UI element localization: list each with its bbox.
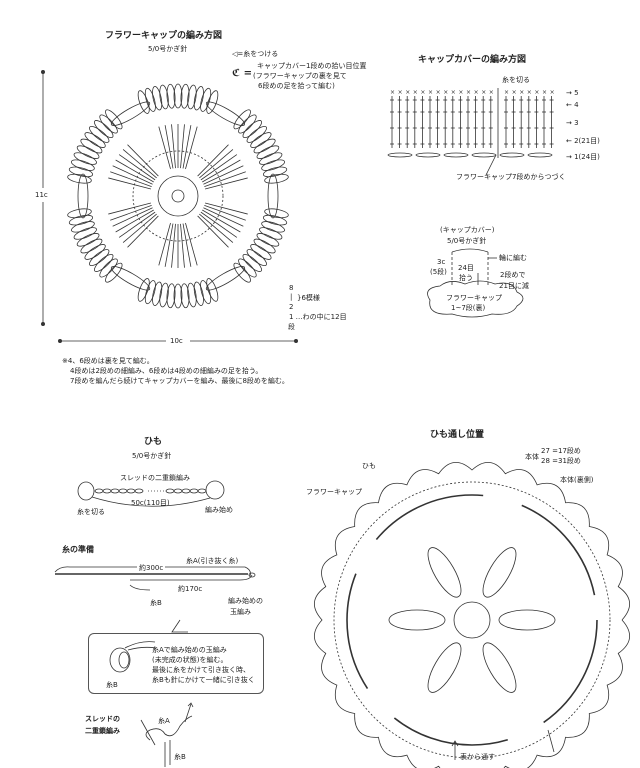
round-label: 輪に編む [499,254,527,262]
yarn-b-label: 糸B [150,599,162,607]
flower-cap-hook: 5/0号かぎ針 [148,45,188,53]
svg-text:×: × [405,89,410,96]
yarn-prep-title: 糸の準備 [62,545,94,554]
svg-text:×: × [489,89,494,96]
svg-text:×: × [443,89,448,96]
cord-stitch: スレッドの二重鎖編み [120,474,190,482]
legend-pickup-3: 6段めの足を拾って編む) [258,82,335,90]
base-label-2: 1~7段(裏) [451,304,486,312]
base-label: フラワーキャップ [446,294,502,302]
body-pointer: 本体 [525,453,539,461]
svg-text:×: × [390,89,395,96]
legend-pickup-1: キャップカバー1段めの拾い目位置 [257,62,367,70]
decrease-label: 2段めで [500,271,526,279]
cover-height: 3c [437,258,446,266]
dimension-lines [41,70,298,343]
cord-start: 編み始め [205,506,233,514]
flower-cap-pointer: フラワーキャップ [306,488,362,496]
cord-cut: 糸を切る [77,508,105,516]
yarn-a-length: 約300c [137,564,166,572]
svg-text:×: × [466,89,471,96]
svg-text:×: × [542,89,547,96]
start-bobble-label-2: 玉編み [230,608,251,616]
thread-chain-title-2: 二重鎖編み [85,727,120,735]
decrease-label-2: 21目に減 [499,282,529,290]
threading-title: ひも通し位置 [430,430,485,440]
svg-text:×: × [398,89,403,96]
thread-chain-yarn-a: 糸A [158,717,170,725]
row-label: ← 4 [566,101,579,109]
row-label: ← 2(21目) [566,137,600,145]
cap-cover-title: キャップカバーの編み方図 [418,55,527,65]
svg-text:×: × [550,89,555,96]
svg-text:×: × [534,89,539,96]
svg-text:×: × [458,89,463,96]
box-line: 糸Aで編み始めの玉編み [152,646,227,654]
svg-text:×: × [413,89,418,96]
row-label: → 1(24目) [566,153,600,161]
rows-2: 2 [289,303,294,311]
pick-label-2: 拾う [459,274,473,282]
cap-cover-chart: ××××××××××××××××××××× [387,88,555,176]
pickup-symbol-icon: ℭ = [232,68,253,79]
legend-pickup-2: (フラワーキャップの裏を見て [253,72,347,80]
legend-attach-yarn: ◁=糸をつける [232,50,279,58]
row-1: 1 …わの中に12目 [289,313,347,321]
flower-cap-title: フラワーキャップの編み方図 [105,31,223,41]
yarn-a-label: 糸A(引き抜く糸) [186,557,239,565]
row-label: → 5 [566,89,579,97]
cap-cover-subtitle: (キャップカバー) [440,226,495,234]
cord-pointer: ひも [362,462,376,470]
cord-drawing [77,480,225,507]
cord-length: 50c(110目) [131,499,170,507]
note-line: 4段めは2段めの細編み、6段めは4段めの細編みの足を拾う。 [70,367,263,375]
svg-text:×: × [451,89,456,96]
box-line: 最後に糸をかけて引き抜く時、 [152,666,250,674]
yarn-prep-drawing [54,566,256,767]
cap-cover-hook: 5/0号かぎ針 [447,237,487,245]
rows-pattern: }6模様 [297,294,320,302]
continue-note: フラワーキャップ7段めからつづく [456,173,566,181]
rows-8: 8 [289,284,294,292]
svg-text:×: × [512,89,517,96]
thread-chain-title: スレッドの [85,715,120,723]
svg-text:×: × [428,89,433,96]
note-line: 7段めを編んだら続けてキャップカバーを編み、最後に8段めを編む。 [70,377,289,385]
rows-sep: | [290,293,293,301]
threading-diagram [314,462,630,768]
start-bobble-label: 編み始めの [228,597,263,605]
svg-text:×: × [474,89,479,96]
box-line: 糸Bも針にかけて一緒に引き抜く [152,676,255,684]
svg-text:×: × [481,89,486,96]
width-label: 10c [170,337,183,345]
svg-text:×: × [420,89,425,96]
flower-cap-chart [67,83,289,309]
cord-hook: 5/0号かぎ針 [132,452,172,460]
yarn-b-length: 約170c [176,585,205,593]
thread-chain-yarn-b: 糸B [174,753,186,761]
svg-text:×: × [436,89,441,96]
box-yarn-b: 糸B [106,681,118,689]
from-front-label: 表から通す [460,753,495,761]
pick-label: 24目 [458,264,474,272]
body-back-pointer: 本体(裏側) [560,476,594,484]
cut-yarn-label: 糸を切る [502,76,530,84]
row-unit: 段 [288,323,295,331]
svg-text:×: × [504,89,509,96]
box-line: (未完成の状態)を編む。 [152,656,228,664]
cord-title: ひも [144,437,163,447]
cap-cover-schematic [427,248,524,318]
row-28: 28 =31段め [541,457,581,465]
bobble-instruction-box [88,633,264,694]
row-label: → 3 [566,119,579,127]
cover-height-rows: (5段) [430,268,447,276]
height-label: 11c [35,191,48,199]
svg-text:×: × [527,89,532,96]
row-27: 27 =17段め [541,447,581,455]
svg-text:×: × [519,89,524,96]
note-line: ※4、6段めは裏を見て編む。 [62,357,154,365]
